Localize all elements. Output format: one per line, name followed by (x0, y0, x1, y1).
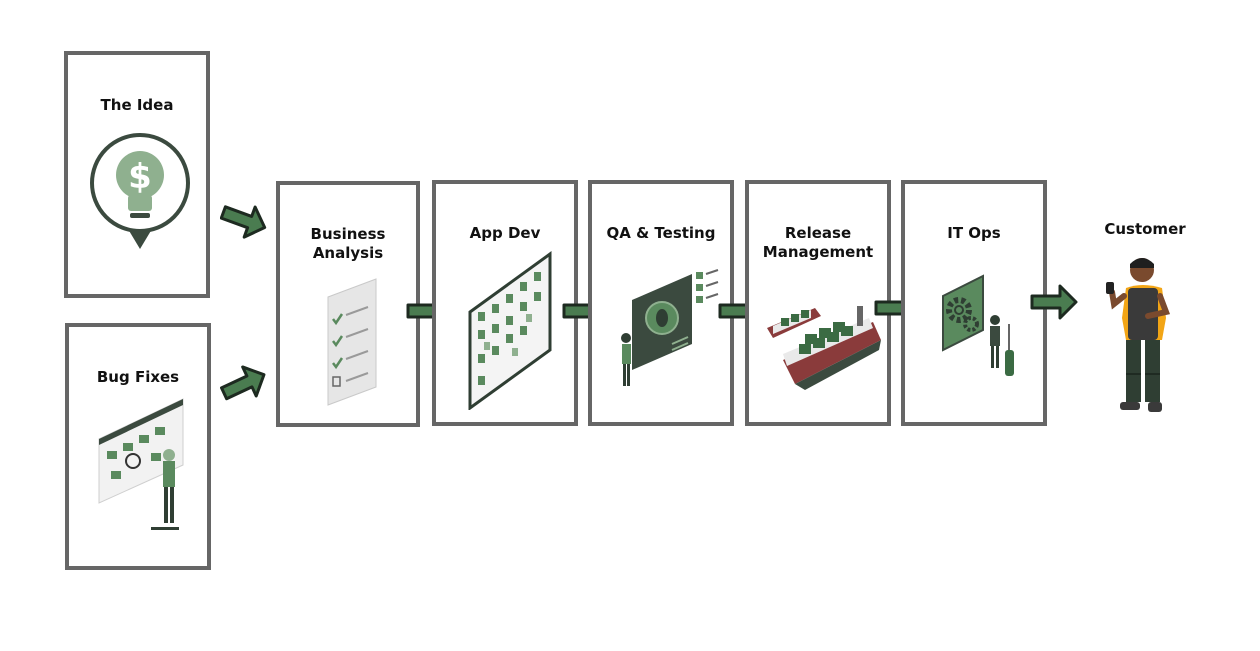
arrow-bugfixes-to-business (220, 362, 270, 406)
stage-app-dev: App Dev (432, 180, 578, 426)
stage-business-analysis: Business Analysis (276, 181, 420, 427)
stage-label: Business Analysis (310, 225, 386, 262)
arrow-itops-to-customer (1030, 284, 1078, 320)
stage-customer: Customer (1090, 210, 1200, 440)
lightbulb-dollar-icon: $ (90, 133, 190, 249)
stage-label: App Dev (469, 224, 541, 242)
arrow-idea-to-business (220, 198, 270, 242)
stage-label: QA & Testing (606, 224, 716, 242)
kanban-board-illustration (468, 251, 552, 410)
stage-label: Bug Fixes (96, 368, 180, 386)
stage-bug-fixes: Bug Fixes (65, 323, 211, 570)
checklist-illustration (327, 278, 377, 406)
stage-qa-testing: QA & Testing (588, 180, 734, 426)
stage-label: IT Ops (947, 224, 1001, 242)
gear-panel-illustration (942, 274, 1014, 376)
person-phone-illustration (1106, 258, 1171, 412)
cargo-ships-illustration (767, 306, 881, 390)
svg-text:$: $ (128, 157, 152, 197)
bug-board-illustration (98, 398, 184, 530)
bug-testing-illustration (621, 269, 719, 386)
stage-release-management: Release Management (745, 180, 891, 426)
stage-label: The Idea (100, 96, 174, 114)
stage-it-ops: IT Ops (901, 180, 1047, 426)
stage-label: Release Management (762, 224, 874, 261)
stage-label: Customer (1104, 220, 1186, 238)
stage-the-idea: The Idea $ (64, 51, 210, 298)
